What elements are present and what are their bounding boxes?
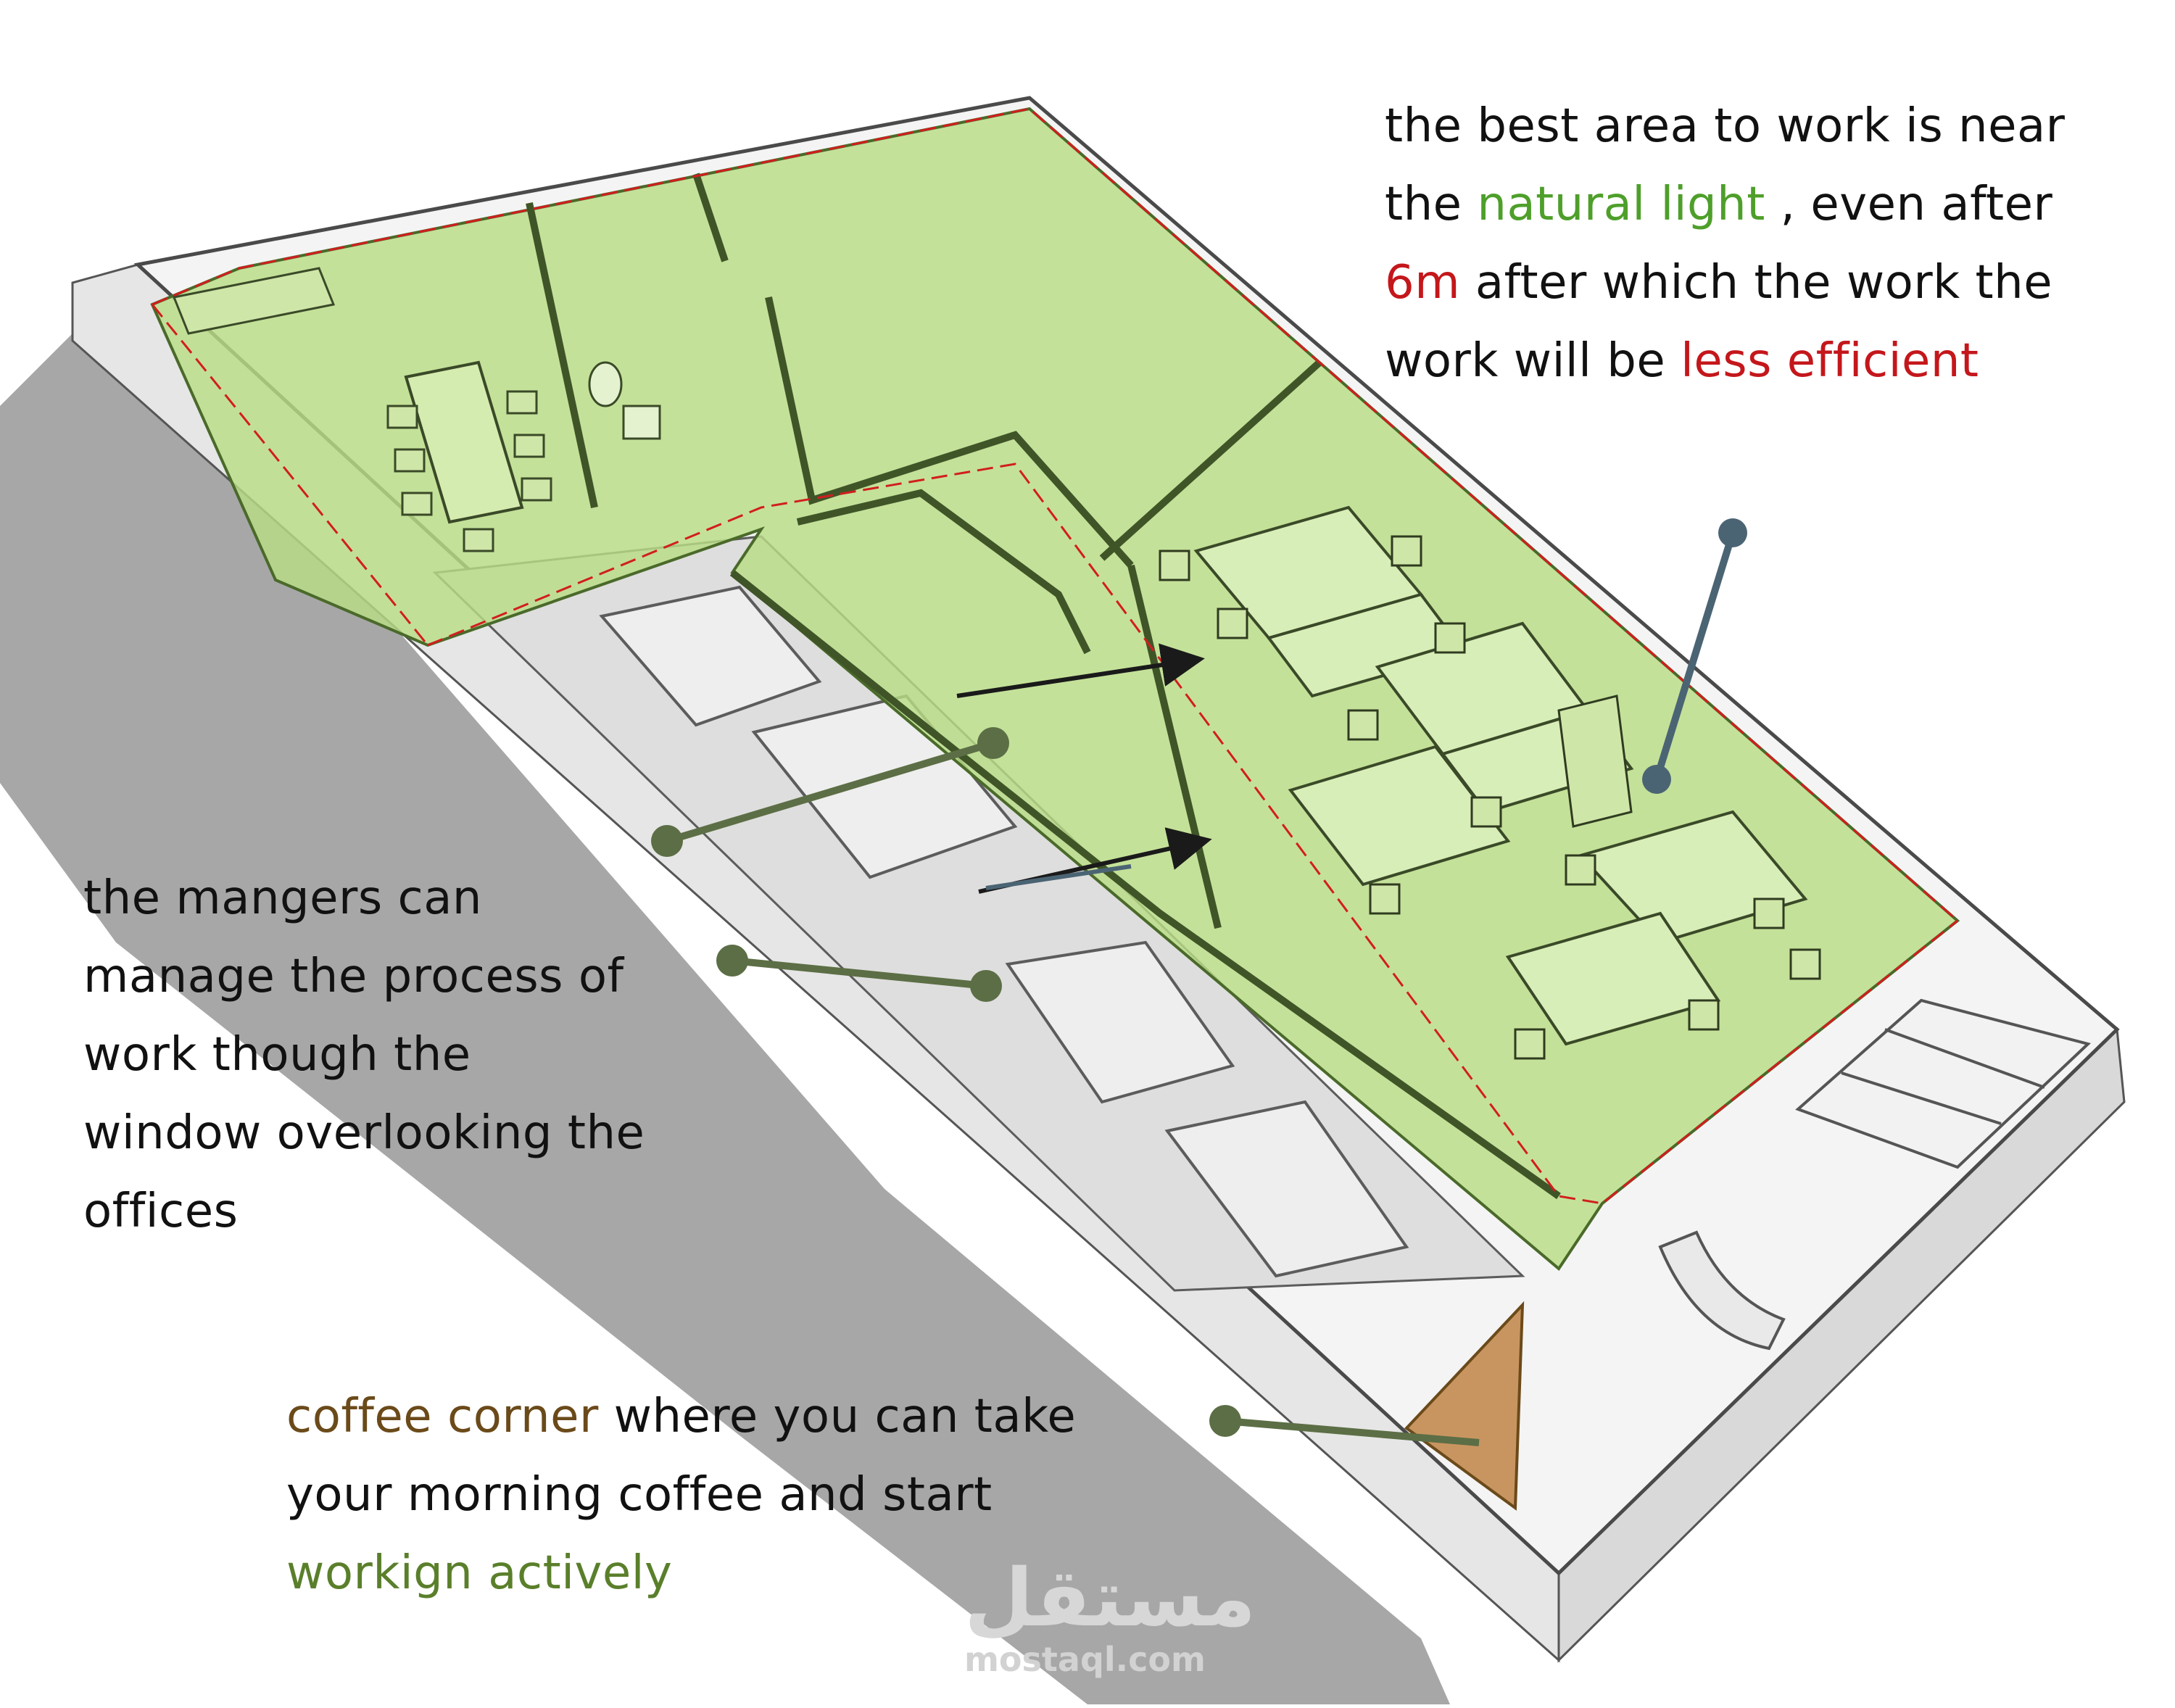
natural-light-note: the best area to work is near the natura… [1385,87,2065,400]
coffee-note-line-3: workign actively [286,1546,673,1600]
interior-walls [526,173,1561,1200]
managers-markers [651,727,1132,1002]
natural-light-highlight: natural light [1477,178,1765,231]
managers-note-line-5: offices [83,1185,239,1238]
watermark-latin: mostaql.com [964,1640,1206,1679]
manager-office-partitions [599,585,1409,1278]
light-note-line-1: the best area to work is near [1385,99,2066,153]
light-note-line-2: the natural light , even after [1385,178,2053,231]
watermark-arabic: مستقل [964,1551,1256,1644]
reception-desk [1658,1230,1786,1351]
less-efficient-highlight: less efficient [1681,334,1979,388]
managers-note: the mangers can manage the process of wo… [83,859,645,1251]
office-chairs [1159,535,1821,1060]
managers-note-line-1: the mangers can [83,871,482,925]
coffee-note-line-1: coffee corner where you can take [286,1390,1077,1443]
managers-note-line-3: work though the [83,1028,471,1082]
coffee-note-line-2: your morning coffee and start [286,1468,993,1522]
bookshelf [172,267,336,335]
restroom-fixtures [588,361,661,440]
building-shadow [0,333,1450,1704]
distance-highlight: 6m [1385,256,1461,310]
light-boundary-lines [151,107,1958,1205]
light-note-line-4: work will be less efficient [1385,334,1979,388]
meeting-table [386,360,552,552]
file-cabinet [1557,695,1633,828]
restroom-block [1795,998,2091,1169]
managers-note-line-4: window overlooking the [83,1106,645,1160]
coffee-corner-highlight: coffee corner [286,1390,599,1443]
managers-note-line-2: manage the process of [83,950,624,1003]
light-marker [1642,518,1747,794]
coffee-corner [1404,1301,1525,1511]
coffee-note: coffee corner where you can take your mo… [286,1377,1076,1612]
coffee-marker [1209,1405,1480,1446]
light-note-line-3: 6m after which the work the [1385,256,2053,310]
